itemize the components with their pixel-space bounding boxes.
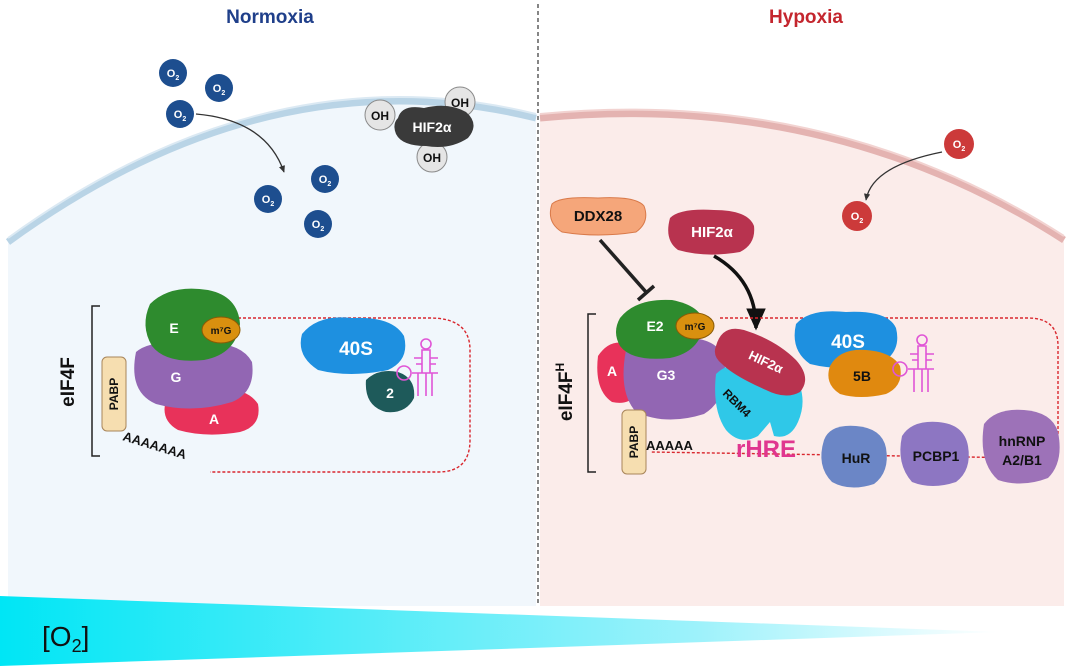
polya-tail: AAAAA — [646, 438, 694, 453]
svg-text:O2: O2 — [851, 211, 864, 225]
eif5b-label: 5B — [853, 368, 871, 384]
mrna-strand — [210, 317, 471, 473]
eif4g-protein — [134, 342, 253, 409]
ribosome-40s-label: 40S — [339, 339, 373, 360]
eif5b-protein — [828, 349, 901, 397]
hif2a-label: HIF2α — [413, 119, 452, 135]
o2-molecule: O2 — [304, 210, 332, 238]
eif4fh-label: eIF4FH — [553, 363, 577, 421]
eif4g-label: G — [171, 369, 182, 385]
svg-text:O2: O2 — [319, 174, 332, 188]
ribosome-40s-label: 40S — [831, 332, 865, 353]
m7g-cap — [201, 316, 241, 344]
mrna-hairpin — [892, 334, 934, 392]
o2-molecule: O2 — [166, 100, 194, 128]
o2-entry-arrow — [195, 113, 285, 173]
eif4fh-bracket: eIF4FH — [553, 313, 596, 473]
hydroxyl-label: OH — [423, 151, 441, 165]
pabp-protein — [101, 356, 127, 432]
hydroxyl-label: OH — [451, 96, 469, 110]
eif4g3-label: G3 — [657, 367, 676, 383]
ribosome-40s — [300, 317, 406, 374]
m7g-cap — [675, 312, 715, 340]
m7g-label: m⁷G — [685, 322, 706, 333]
hur-protein — [821, 425, 887, 488]
eif4e2-protein — [616, 299, 704, 359]
hif2a-protein — [714, 328, 806, 396]
eif4f-label: eIF4F — [58, 357, 79, 407]
eif4e-label: E — [169, 320, 178, 336]
eif4f-bracket: eIF4F — [58, 305, 100, 457]
oxygen-gradient-label: [O2] — [42, 621, 89, 656]
hnrnp-protein — [982, 409, 1060, 484]
title-hypoxia: Hypoxia — [769, 7, 843, 28]
pcbp1-label: PCBP1 — [913, 448, 960, 464]
o2-molecule: O2 — [944, 129, 974, 159]
hif2a-label: HIF2α — [691, 224, 734, 241]
hydroxyl-label: OH — [371, 109, 389, 123]
o2-molecule: O2 — [205, 74, 233, 102]
mrna-strand — [649, 317, 1059, 459]
oxygen-gradient — [0, 596, 1000, 666]
o2-molecule: O2 — [159, 59, 187, 87]
eif2-label: 2 — [386, 385, 394, 401]
mrna-hairpin — [396, 338, 438, 396]
o2-molecule: O2 — [311, 165, 339, 193]
o2-molecule: O2 — [842, 201, 872, 231]
hif2a-protein — [668, 209, 755, 255]
normoxia-cell — [5, 96, 537, 606]
pabp-label: PABP — [107, 378, 121, 410]
m7g-label: m⁷G — [211, 326, 232, 337]
hnrnp-label-line2: A2/B1 — [1002, 452, 1042, 468]
eif4a-label: A — [209, 411, 219, 427]
eif4e2-label: E2 — [646, 318, 663, 334]
hnrnp-label-line1: hnRNP — [999, 433, 1046, 449]
svg-text:O2: O2 — [213, 83, 226, 97]
eif2-protein — [365, 371, 415, 413]
pabp-label: PABP — [627, 426, 641, 458]
title-normoxia: Normoxia — [226, 7, 314, 28]
eif4a-label: A — [607, 363, 617, 379]
hydroxylated-hif2a: OH OH OH HIF2α — [364, 86, 476, 173]
rhre-label: rHRE — [736, 436, 796, 463]
ddx28-label: DDX28 — [574, 208, 622, 225]
svg-text:O2: O2 — [953, 139, 966, 153]
pcbp1-protein — [900, 421, 969, 486]
inhibition-bar — [636, 284, 656, 302]
ddx28-inhibition-line — [598, 238, 648, 294]
ddx28-protein — [549, 197, 647, 236]
svg-text:O2: O2 — [167, 68, 180, 82]
svg-text:O2: O2 — [174, 109, 187, 123]
svg-text:O2: O2 — [262, 194, 275, 208]
hur-label: HuR — [842, 450, 871, 466]
o2-entry-arrow — [864, 151, 943, 201]
pabp-protein — [621, 409, 647, 475]
o2-molecule: O2 — [254, 185, 282, 213]
svg-text:O2: O2 — [312, 219, 325, 233]
